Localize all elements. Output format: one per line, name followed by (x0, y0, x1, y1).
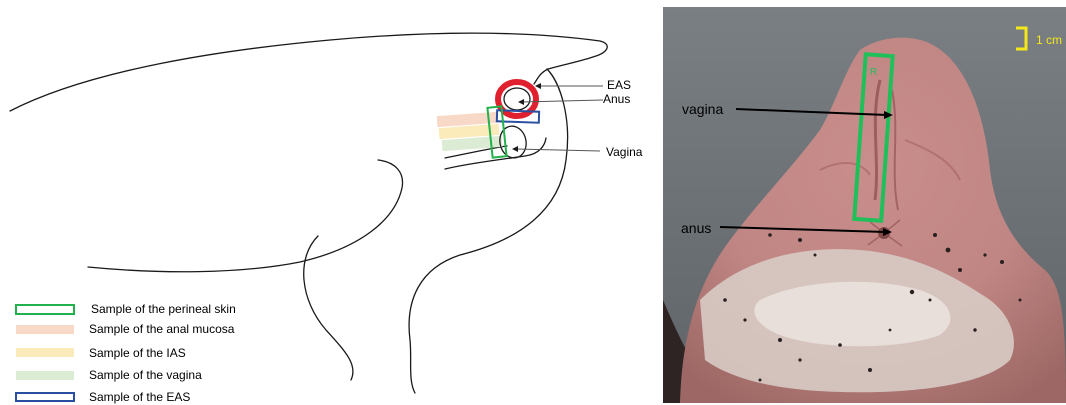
legend-label-ias: Sample of the IAS (89, 346, 186, 360)
legend-item-eas: Sample of the EAS (16, 390, 190, 404)
legend-label-anal-mucosa: Sample of the anal mucosa (89, 322, 235, 336)
legend: Sample of the perineal skin Sample of th… (16, 302, 236, 404)
anus-ellipse (504, 88, 530, 110)
legend-label-eas: Sample of the EAS (89, 390, 190, 404)
legend-label-perineal-skin: Sample of the perineal skin (91, 302, 236, 316)
specimen-photo: R 1 cm vagina anus (663, 7, 1066, 403)
legend-swatch-vagina (16, 371, 74, 380)
photo-vagina-label: vagina (682, 101, 723, 117)
eas-label: EAS (607, 78, 631, 92)
vagina-label: Vagina (606, 145, 643, 159)
scale-bar-label: 1 cm (1036, 33, 1062, 47)
schematic-panel: EAS Anus Vagina (10, 33, 643, 393)
photo-sample-box-mark: R (870, 67, 877, 78)
legend-label-vagina: Sample of the vagina (89, 368, 202, 382)
legend-swatch-ias (16, 348, 74, 357)
legend-swatch-anal-mucosa (16, 325, 74, 334)
legend-item-vagina: Sample of the vagina (16, 368, 202, 382)
photo-anus-label: anus (681, 220, 711, 236)
legend-item-anal-mucosa: Sample of the anal mucosa (16, 322, 235, 336)
legend-swatch-perineal-skin (16, 305, 74, 314)
legend-item-ias: Sample of the IAS (16, 346, 186, 360)
body-outline (10, 33, 607, 393)
sample-bands (437, 112, 503, 151)
anus-label: Anus (603, 92, 630, 106)
legend-swatch-eas (16, 393, 74, 401)
legend-item-perineal-skin: Sample of the perineal skin (16, 302, 236, 316)
